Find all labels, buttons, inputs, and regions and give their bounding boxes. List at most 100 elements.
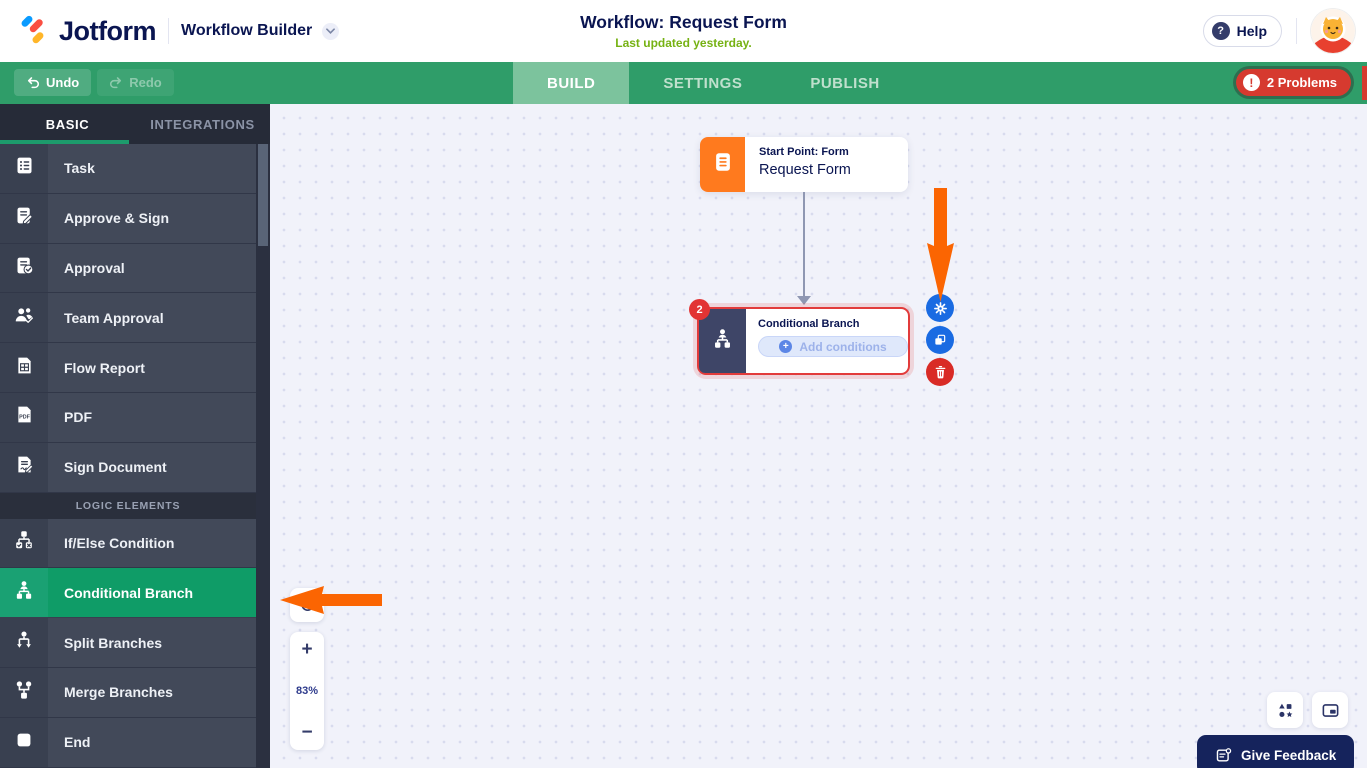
last-updated-text: Last updated yesterday. bbox=[615, 36, 752, 50]
sidebar-item-label: Conditional Branch bbox=[48, 568, 256, 618]
conditional-branch-icon bbox=[13, 579, 35, 606]
sidebar-scrollbar-thumb[interactable] bbox=[258, 144, 268, 246]
zoom-controls: + 83% − bbox=[290, 632, 324, 750]
svg-text:PDF: PDF bbox=[19, 415, 31, 421]
sidebar-item-label: Flow Report bbox=[48, 343, 256, 392]
redo-label: Redo bbox=[129, 75, 162, 90]
sidebar-tab-basic[interactable]: BASIC bbox=[45, 116, 90, 132]
minimap-icon bbox=[1322, 703, 1338, 717]
problems-badge[interactable]: ! 2 Problems bbox=[1235, 69, 1351, 96]
sidebar-item-split-branches[interactable]: Split Branches bbox=[0, 618, 256, 668]
node-action-toolbar bbox=[926, 294, 954, 386]
task-icon bbox=[14, 155, 35, 181]
sidebar-item-end[interactable]: End bbox=[0, 717, 256, 768]
team-approval-icon bbox=[13, 304, 35, 331]
elements-shapes-button[interactable] bbox=[1267, 692, 1303, 728]
workflow-canvas[interactable]: Start Point: Form Request Form 2 Conditi… bbox=[270, 104, 1367, 768]
exclamation-icon: ! bbox=[1242, 74, 1260, 91]
sidebar-item-label: Team Approval bbox=[48, 293, 256, 343]
sidebar-item-approval[interactable]: Approval bbox=[0, 243, 256, 294]
flow-connector-line bbox=[803, 192, 805, 300]
sidebar-item-label: End bbox=[48, 717, 256, 767]
jotform-logo-icon bbox=[18, 13, 49, 49]
problems-label: 2 Problems bbox=[1266, 75, 1337, 90]
zoom-in-button[interactable]: + bbox=[301, 639, 313, 660]
sidebar-item-label: PDF bbox=[48, 392, 256, 442]
flow-connector-arrowhead bbox=[797, 296, 811, 305]
start-node-type-label: Start Point: Form bbox=[759, 146, 849, 158]
node-duplicate-button[interactable] bbox=[926, 326, 954, 354]
undo-label: Undo bbox=[46, 75, 80, 90]
sidebar-item-task[interactable]: Task bbox=[0, 144, 256, 194]
annotation-arrow-down bbox=[920, 188, 960, 309]
redo-icon bbox=[110, 76, 122, 88]
sidebar-item-flow-report[interactable]: Flow Report bbox=[0, 343, 256, 393]
sidebar-item-sign-document[interactable]: Sign Document bbox=[0, 442, 256, 493]
sidebar-tab-integrations[interactable]: INTEGRATIONS bbox=[150, 116, 255, 132]
logo-wordmark: Jotform bbox=[59, 15, 157, 46]
annotation-arrow-left bbox=[280, 582, 382, 623]
header-divider bbox=[168, 18, 169, 44]
header-divider bbox=[1296, 18, 1297, 44]
approve-sign-icon bbox=[14, 205, 35, 231]
trash-icon bbox=[935, 365, 945, 379]
problems-edge-marker bbox=[1362, 66, 1367, 100]
duplicate-icon bbox=[935, 334, 946, 345]
plus-icon: + bbox=[779, 340, 793, 353]
shapes-icon bbox=[1278, 703, 1292, 717]
if-else-icon bbox=[13, 529, 35, 556]
help-button[interactable]: ? Help bbox=[1202, 15, 1282, 47]
node-delete-button[interactable] bbox=[926, 358, 954, 386]
zoom-level-label: 83% bbox=[295, 685, 319, 697]
start-node-form-name: Request Form bbox=[759, 162, 851, 178]
split-branches-icon bbox=[13, 629, 35, 656]
form-icon bbox=[712, 151, 734, 178]
sidebar-item-label: Merge Branches bbox=[48, 667, 256, 717]
sidebar-item-label: Approve & Sign bbox=[48, 193, 256, 243]
feedback-icon bbox=[1216, 747, 1232, 762]
error-count-badge: 2 bbox=[689, 299, 710, 320]
chevron-down-icon bbox=[322, 22, 340, 40]
tab-settings[interactable]: SETTINGS bbox=[663, 74, 743, 92]
jotform-logo[interactable]: Jotform bbox=[18, 13, 157, 49]
start-point-node[interactable]: Start Point: Form Request Form bbox=[700, 137, 908, 192]
minimap-toggle-button[interactable] bbox=[1312, 692, 1348, 728]
sidebar-item-pdf[interactable]: PDF PDF bbox=[0, 392, 256, 443]
page-title: Workflow: Request Form bbox=[580, 12, 787, 32]
node-settings-button[interactable] bbox=[926, 294, 954, 322]
sidebar-item-if-else-condition[interactable]: If/Else Condition bbox=[0, 518, 256, 569]
merge-branches-icon bbox=[13, 679, 35, 706]
product-name: Workflow Builder bbox=[181, 22, 313, 39]
sidebar-item-label: Split Branches bbox=[48, 618, 256, 667]
give-feedback-button[interactable]: Give Feedback bbox=[1197, 735, 1355, 768]
elements-sidebar: BASIC INTEGRATIONS Task Approve & Sign bbox=[0, 104, 270, 768]
sidebar-item-merge-branches[interactable]: Merge Branches bbox=[0, 667, 256, 718]
app-header: Jotform Workflow Builder Workflow: Reque… bbox=[0, 0, 1367, 62]
flow-report-icon bbox=[14, 355, 35, 381]
sidebar-item-approve-sign[interactable]: Approve & Sign bbox=[0, 193, 256, 244]
user-avatar[interactable] bbox=[1311, 9, 1355, 53]
form-node-icon-block bbox=[700, 137, 745, 192]
sidebar-item-conditional-branch[interactable]: Conditional Branch bbox=[0, 568, 256, 618]
branch-node-icon-block bbox=[699, 309, 746, 373]
sidebar-item-label: Approval bbox=[48, 243, 256, 293]
pdf-icon: PDF bbox=[14, 404, 35, 430]
sidebar-item-label: Sign Document bbox=[48, 442, 256, 492]
question-icon: ? bbox=[1211, 22, 1230, 40]
undo-button[interactable]: Undo bbox=[14, 69, 92, 96]
add-conditions-button[interactable]: + Add conditions bbox=[758, 336, 908, 357]
redo-button[interactable]: Redo bbox=[97, 69, 174, 96]
conditional-branch-node[interactable]: 2 Conditional Branch + Add conditions bbox=[689, 299, 910, 375]
logic-elements-section-header: LOGIC ELEMENTS bbox=[0, 492, 256, 519]
tab-build[interactable]: BUILD bbox=[513, 62, 630, 104]
sidebar-item-label: If/Else Condition bbox=[48, 518, 256, 568]
sidebar-scrollbar[interactable] bbox=[256, 144, 270, 768]
tab-publish[interactable]: PUBLISH bbox=[810, 74, 880, 92]
action-bar: Undo Redo BUILD SETTINGS PUBLISH ! 2 Pro… bbox=[0, 62, 1367, 104]
product-switcher[interactable]: Workflow Builder bbox=[181, 22, 340, 40]
active-tab-underline bbox=[0, 140, 129, 144]
zoom-out-button[interactable]: − bbox=[301, 722, 313, 743]
sidebar-item-team-approval[interactable]: Team Approval bbox=[0, 293, 256, 344]
end-icon bbox=[13, 729, 35, 756]
